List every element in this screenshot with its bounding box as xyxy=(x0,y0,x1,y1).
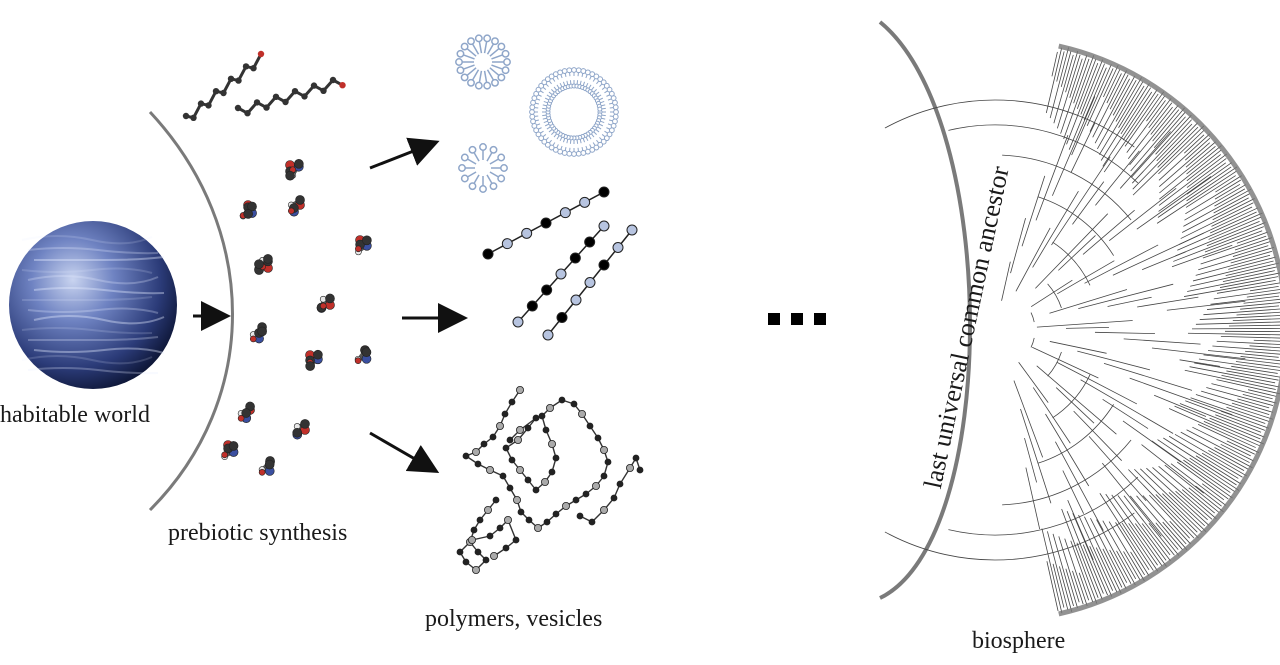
vesicle-icon xyxy=(530,68,619,157)
polymers-vesicles-label: polymers, vesicles xyxy=(425,606,602,633)
ellipsis-icon xyxy=(768,313,826,325)
fatty-acid-icon xyxy=(235,77,346,117)
micelle-icon xyxy=(459,144,507,192)
molecule-icon xyxy=(317,294,335,313)
micelle-icon xyxy=(456,35,510,89)
phylogenetic-tree-icon xyxy=(880,22,1280,614)
biosphere-label: biosphere xyxy=(972,628,1065,655)
prebiotic-molecules xyxy=(183,51,372,476)
polymer-chain-icon xyxy=(483,187,637,340)
planet-icon xyxy=(9,221,177,389)
molecule-icon xyxy=(306,350,323,370)
arrow-to-branched xyxy=(370,433,434,470)
branched-polymer-icon xyxy=(457,386,643,573)
molecule-icon xyxy=(355,346,371,364)
habitable-world-label: habitable world xyxy=(0,402,150,429)
molecule-icon xyxy=(238,402,254,423)
molecule-icon xyxy=(355,236,371,255)
arrow-to-vesicles xyxy=(370,143,434,168)
molecule-icon xyxy=(288,195,304,216)
molecule-icon xyxy=(293,419,310,439)
molecule-icon xyxy=(250,323,266,343)
molecule-icon xyxy=(254,254,272,274)
molecule-icon xyxy=(240,201,257,220)
prebiotic-synthesis-label: prebiotic synthesis xyxy=(168,520,347,547)
molecule-icon xyxy=(222,441,238,460)
molecule-icon xyxy=(286,159,304,180)
molecule-icon xyxy=(259,456,274,475)
fatty-acid-icon xyxy=(183,51,264,121)
